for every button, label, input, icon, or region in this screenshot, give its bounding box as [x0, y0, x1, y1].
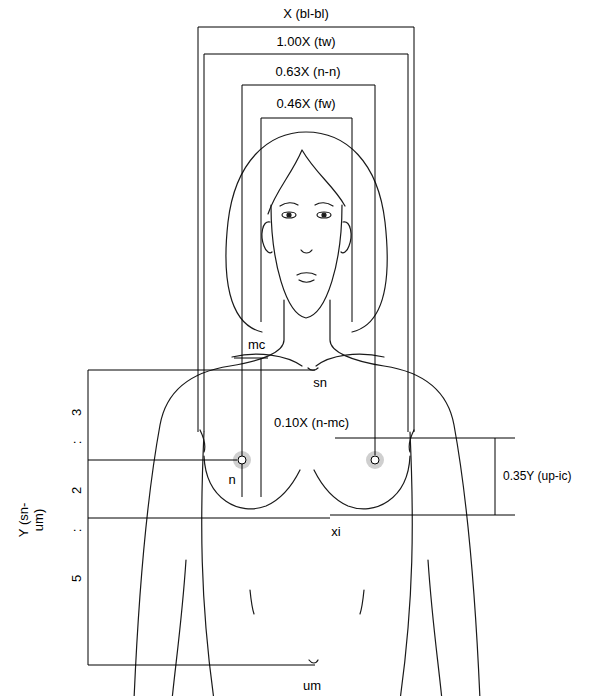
armpit-crease — [200, 430, 414, 452]
hair-fringe — [268, 150, 345, 214]
neck-shoulder — [330, 300, 480, 696]
dimension-bracket — [330, 438, 515, 515]
nose — [301, 250, 312, 253]
mouth — [297, 273, 316, 283]
hair-outline — [226, 132, 387, 332]
pupil — [287, 213, 291, 217]
nipple-point — [371, 456, 379, 464]
ratio-separator: : — [71, 438, 86, 446]
eyebrow — [280, 203, 333, 206]
eye — [282, 212, 296, 218]
eye — [317, 212, 331, 218]
torso-side — [202, 432, 214, 696]
dimension-bracket — [234, 358, 268, 497]
ratio-number: 2 — [71, 484, 86, 495]
ratio-number: 3 — [71, 406, 86, 417]
breast-outline — [314, 456, 410, 509]
navel — [309, 660, 318, 663]
axis-label: Y (sn-um) — [17, 492, 47, 548]
dimension-label: 0.35Y (up-ic) — [501, 470, 573, 484]
breast-outline — [204, 456, 300, 509]
ratio-number: 5 — [71, 572, 86, 583]
dimension-scale — [88, 370, 330, 665]
pupil — [322, 213, 326, 217]
landmark-label: sn — [311, 376, 329, 391]
landmark-label: xi — [329, 525, 342, 540]
ear — [262, 222, 272, 253]
dimension-label: 0.46X (fw) — [274, 97, 337, 112]
nipple-point — [238, 456, 246, 464]
face-outline — [271, 205, 342, 318]
dimension-label: 1.00X (tw) — [274, 35, 337, 50]
dimension-label: X (bl-bl) — [281, 7, 331, 22]
torso-side — [400, 432, 412, 696]
clavicle — [232, 354, 384, 366]
dimension-bracket — [261, 118, 352, 322]
dimension-label: 0.63X (n-n) — [273, 65, 342, 80]
landmark-label: n — [226, 473, 237, 488]
neck-shoulder — [134, 300, 284, 696]
dimension-label: 0.10X (n-mc) — [272, 416, 351, 431]
landmark-label: um — [301, 679, 323, 694]
landmark-label: mc — [246, 338, 267, 353]
ratio-separator: : — [71, 526, 86, 534]
dimension-bracket — [198, 27, 414, 432]
dimension-bracket — [204, 54, 408, 432]
abdomen-line — [250, 590, 364, 614]
dimension-bracket — [242, 85, 375, 497]
arm-inner — [172, 560, 442, 696]
ear — [341, 222, 351, 253]
